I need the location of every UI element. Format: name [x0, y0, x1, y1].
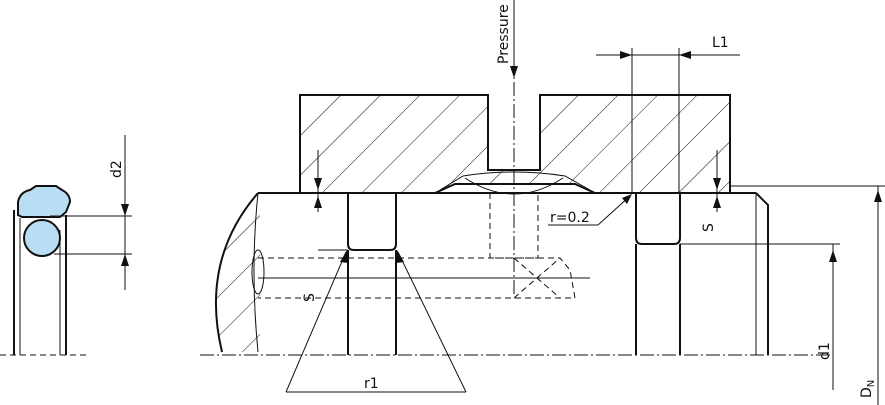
- d2-label: d2: [109, 160, 125, 178]
- r1-label: r1: [364, 376, 379, 392]
- dn-label: DN: [859, 380, 877, 398]
- main-assembly: Pressure: [200, 0, 830, 356]
- r02-label: r=0.2: [550, 210, 590, 226]
- housing: [299, 94, 731, 194]
- o-ring: [23, 219, 61, 257]
- seal-profile-view: d2: [0, 135, 132, 356]
- l1-label: L1: [712, 35, 729, 51]
- cap-ring-profile: [439, 171, 591, 191]
- left-groove: [347, 193, 397, 251]
- s-right-label: S: [701, 223, 717, 232]
- dn-main: D: [859, 387, 875, 398]
- right-groove: [635, 193, 681, 245]
- s-left-label: S: [302, 293, 318, 302]
- dimensions: L1 S S r=0.2 r1 d1 DN: [285, 35, 885, 405]
- pressure-label: Pressure: [496, 4, 512, 64]
- d1-label: d1: [817, 342, 833, 360]
- dn-sub: N: [866, 380, 877, 387]
- cap-ring: [17, 185, 72, 218]
- shaft-section: [214, 192, 265, 353]
